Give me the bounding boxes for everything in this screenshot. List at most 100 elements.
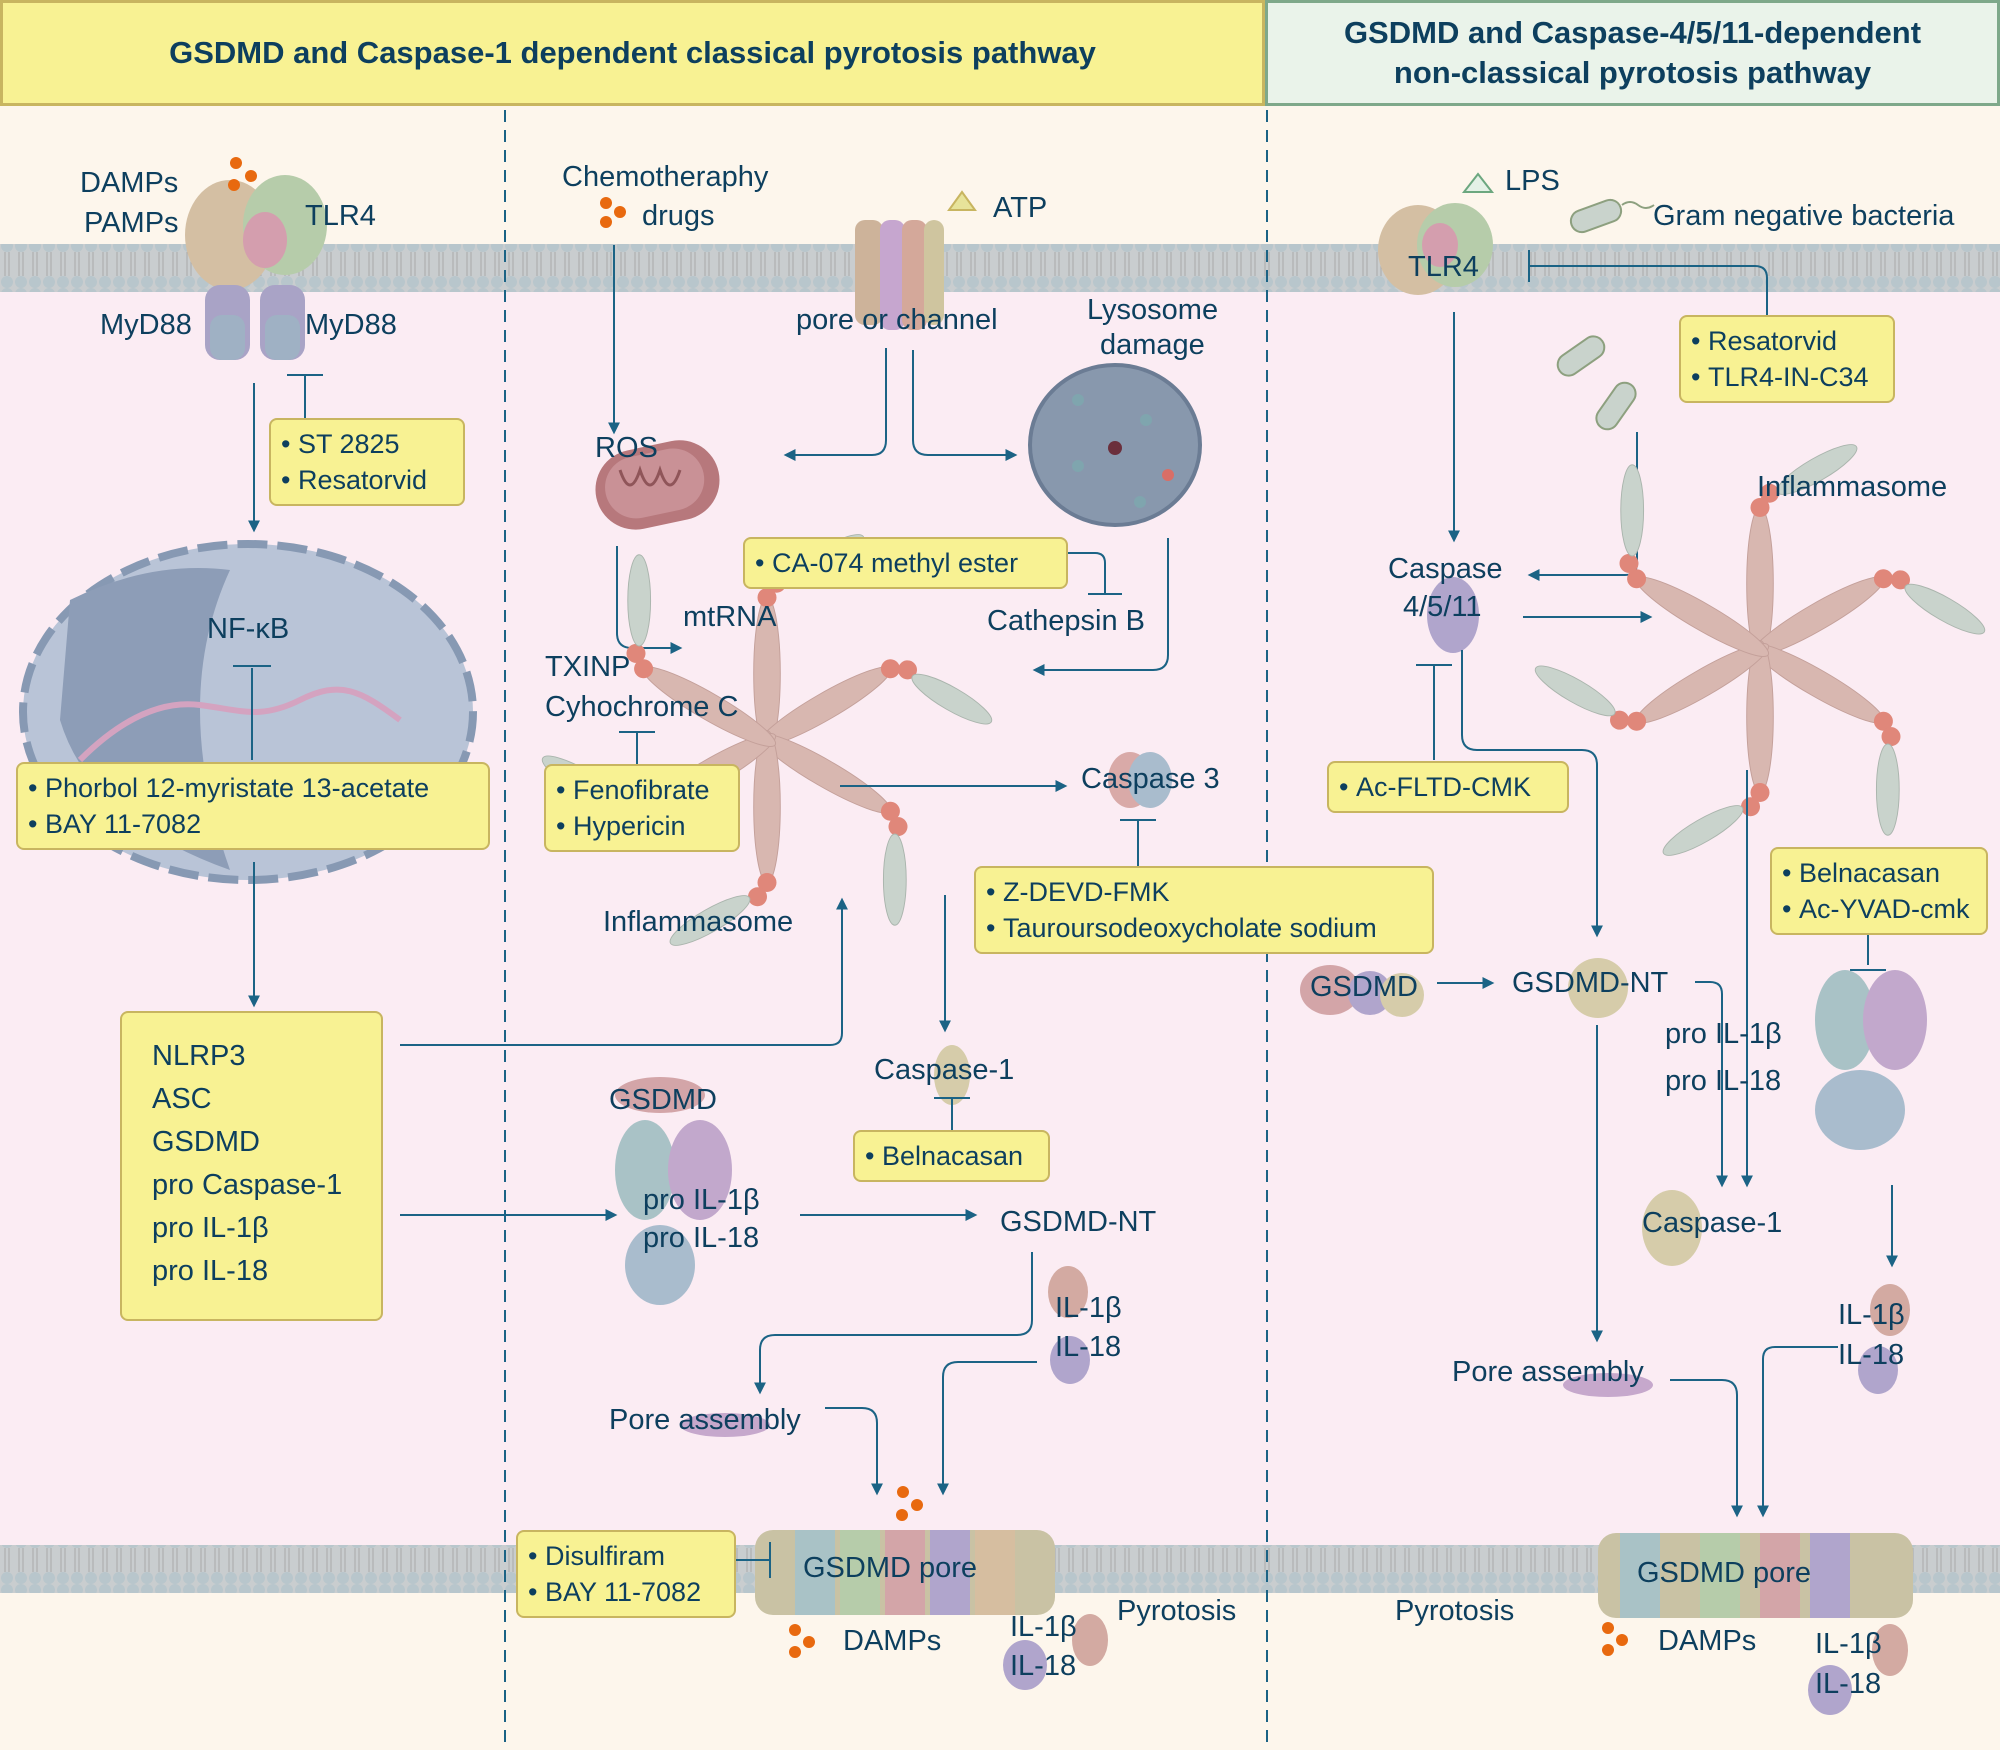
pore-channel-icon [855,220,944,330]
label-gram-negative-bacteria: Gram negative bacteria [1653,200,1955,232]
label-pyrotosis-nonclassical: Pyrotosis [1395,1595,1515,1627]
label-drugs: drugs [642,200,715,232]
label-pro-il1b-nonclassical: pro IL-1β [1665,1018,1782,1050]
inhibitor-ca074: CA-074 methyl ester [755,545,1056,581]
header-nonclassical-title-line2: non-classical pyrotosis pathway [1393,55,1872,90]
inhibitor-ac-yvad-cmk: Ac-YVAD-cmk [1782,891,1976,927]
label-nfkb: NF-κB [207,613,290,645]
label-damps-out: DAMPs [843,1625,942,1657]
inhibit-tlr4-nonclassical [1529,265,1768,315]
label-damage: damage [1100,329,1205,361]
label-gsdmd-nonclassical: GSDMD [1310,971,1418,1003]
label-lps: LPS [1505,165,1560,197]
label-pore-assembly-nonclassical: Pore assembly [1452,1356,1644,1388]
inhibitor-hypericin: Hypericin [556,808,728,844]
label-txinp: TXINP [545,651,631,683]
label-lysosome: Lysosome [1087,294,1219,326]
mitochondrion-icon [595,440,720,530]
label-cathepsin-b: Cathepsin B [987,605,1145,637]
label-il1b-nonclassical: IL-1β [1838,1299,1905,1331]
label-il18-nonclassical: IL-18 [1838,1339,1905,1371]
pore-assembly-protein-icon-2 [1563,1373,1653,1397]
label-damps: DAMPs [80,167,179,199]
arrow-nlrp3-to-inflammasome [400,897,848,1046]
lps-triangle-icon [1461,172,1495,193]
inhibitor-bay-11-7082-pore: BAY 11-7082 [528,1574,724,1610]
inhibitor-box-caspase1-nonclassical: Belnacasan Ac-YVAD-cmk [1770,847,1988,935]
inhibitor-box-gsdmd-pore: Disulfiram BAY 11-7082 [516,1530,736,1618]
gsdmd-pro-il-protein-icon [615,1077,732,1305]
il1b-protein-icon [1048,1266,1088,1318]
arrow-il-to-pore [937,1361,1037,1496]
header-classical-title: GSDMD and Caspase-1 dependent classical … [169,35,1096,70]
tlr4-receptor-icon [185,175,327,360]
damps-dots-icon [228,157,257,191]
label-tlr4: TLR4 [305,200,376,232]
inhibitor-resatorvid: Resatorvid [281,462,453,498]
atp-triangle-icon [947,190,977,211]
inhibitor-belnacasan-2: Belnacasan [1782,855,1976,891]
label-caspase-line2: 4/5/11 [1403,591,1482,623]
label-pyrotosis: Pyrotosis [1117,1595,1237,1627]
inflammasome-components-box: NLRP3 ASC GSDMD pro Caspase-1 pro IL-1β … [120,1011,383,1321]
pore-assembly-protein-icon [680,1413,770,1437]
label-chemotherapy: Chemotheraphy [562,161,769,193]
label-caspase1: Caspase-1 [874,1054,1015,1086]
chemo-drug-dots-icon [600,197,626,228]
label-gsdmd-nt-nonclassical: GSDMD-NT [1512,967,1669,999]
inhibitor-st2825: ST 2825 [281,426,453,462]
label-atp: ATP [993,192,1048,224]
arrow-il-to-pore-2 [1757,1346,1838,1518]
arrow-gsdmd-nt-to-caspase1 [1695,981,1728,1188]
label-damps-out-nonclassical: DAMPs [1658,1625,1757,1657]
label-il1b-out: IL-1β [1010,1611,1077,1643]
arrow-pore-assembly-to-pore-2 [1670,1379,1743,1518]
arrow-pore-assembly-to-pore [825,1407,883,1496]
component-pro-il1b: pro IL-1β [152,1212,269,1244]
bacteria-group-icon [1556,335,1637,431]
inhibitor-disulfiram: Disulfiram [528,1538,724,1574]
inhibitor-belnacasan: Belnacasan [865,1138,1038,1174]
inhibitor-z-devd-fmk: Z-DEVD-FMK [986,874,1422,910]
label-myd88-left: MyD88 [100,309,192,341]
caspase1-protein-icon [934,1045,970,1105]
inhibitor-box-cathepsin: CA-074 methyl ester [743,537,1068,589]
il-protein-icon-2 [1858,1284,1910,1394]
label-caspase3: Caspase 3 [1081,763,1220,795]
label-inflammasome: Inflammasome [603,906,794,938]
label-pore-or-channel: pore or channel [796,304,998,336]
label-caspase1-nonclassical: Caspase-1 [1642,1207,1783,1239]
label-inflammasome-nonclassical: Inflammasome [1757,471,1948,503]
inhibitor-box-myd88: ST 2825 Resatorvid [269,418,465,506]
arrow-lysosome-to-inflammasome [1032,538,1169,676]
label-gsdmd-pore-nonclassical: GSDMD pore [1637,1557,1812,1589]
gsdmd-nt-protein-icon [1568,958,1628,1018]
component-pro-caspase1: pro Caspase-1 [152,1169,343,1201]
header-nonclassical-pathway: GSDMD and Caspase-4/5/11-dependent non-c… [1265,0,2000,106]
label-pro-il1b: pro IL-1β [643,1184,760,1216]
inhibitor-fenofibrate: Fenofibrate [556,772,728,808]
gsdmd-pore-icon [755,1530,1055,1615]
arrow-pore-to-lysosome [912,350,1018,461]
caspase3-protein-icon [1108,752,1172,808]
inhibitor-box-caspase1: Belnacasan [853,1130,1050,1182]
label-myd88-right: MyD88 [305,309,397,341]
label-tlr4-nonclassical: TLR4 [1408,251,1479,283]
component-asc: ASC [152,1083,212,1115]
pro-il-protein-icon-2 [1815,970,1927,1150]
inhibitor-ac-fltd-cmk: Ac-FLTD-CMK [1339,769,1557,805]
label-pore-assembly: Pore assembly [609,1404,801,1436]
caspase1-protein-icon-2 [1642,1190,1702,1266]
header-classical-pathway: GSDMD and Caspase-1 dependent classical … [0,0,1265,106]
label-pamps: PAMPs [84,207,179,239]
label-pro-il18: pro IL-18 [643,1222,760,1254]
header-nonclassical-title-line1: GSDMD and Caspase-4/5/11-dependent [1343,15,1922,50]
il18-protein-icon [1050,1336,1090,1384]
inhibitor-tlr4-in-c34: TLR4-IN-C34 [1691,359,1883,395]
label-il1b: IL-1β [1055,1292,1122,1324]
bacterium-icon [1569,198,1655,234]
arrow-pore-to-ros [783,348,887,461]
damps-dots-icon [896,1486,923,1521]
cell-membrane-top [0,244,2000,292]
